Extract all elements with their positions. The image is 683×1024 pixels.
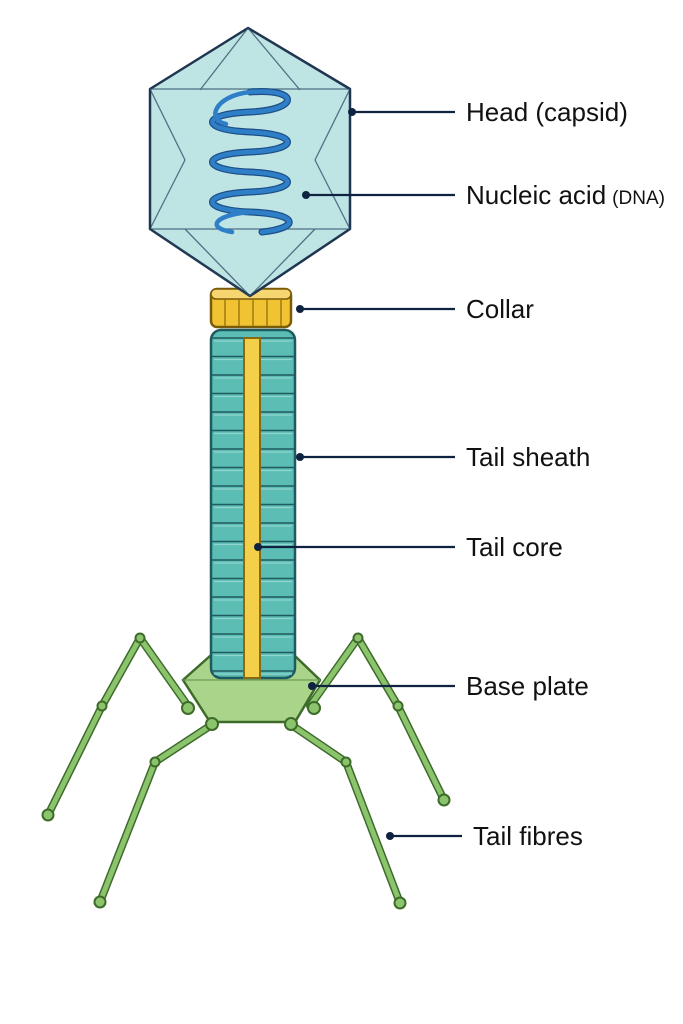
tail-core (243, 337, 261, 679)
label-nucleic-acid: Nucleic acid (DNA) (466, 180, 665, 210)
label-head-capsid: Head (capsid) (466, 97, 628, 127)
label-collar: Collar (466, 294, 534, 324)
tail-fibres (41, 632, 451, 910)
head-capsid (148, 26, 352, 298)
label-nucleic-acid-main: Nucleic acid (466, 180, 606, 210)
label-tail-fibres: Tail fibres (473, 821, 583, 851)
label-tail-sheath: Tail sheath (466, 442, 590, 472)
label-nucleic-acid-note: (DNA) (612, 188, 665, 209)
leader-lines (254, 108, 462, 840)
label-tail-core: Tail core (466, 532, 563, 562)
label-base-plate: Base plate (466, 671, 589, 701)
nucleic-acid-coil (209, 88, 293, 236)
